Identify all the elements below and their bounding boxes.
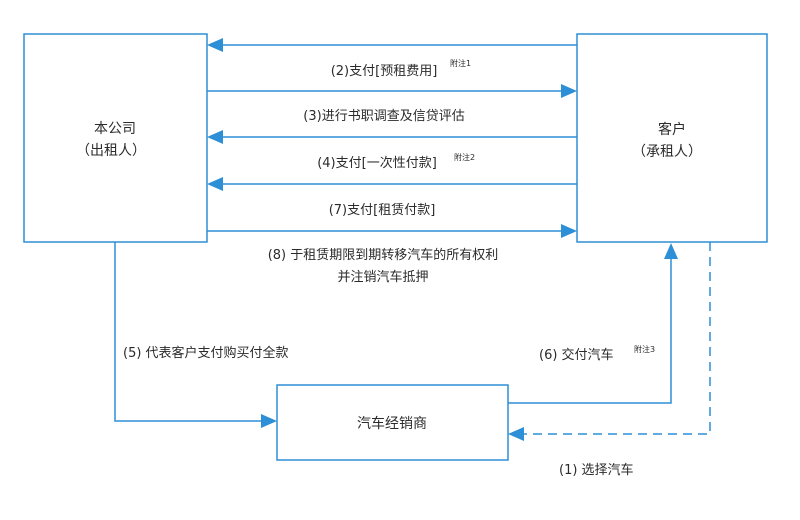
flow-2-label: (2)支付[预租费用]: [331, 64, 438, 79]
dealer-box: [276, 384, 509, 461]
flow-3-arrow: [207, 84, 577, 98]
flow-4-note: 附注2: [454, 152, 475, 162]
flow-1-arrow: [508, 242, 711, 441]
flow-2-arrow: [207, 38, 577, 52]
flow-6-arrow: [508, 243, 678, 404]
company-box: [23, 33, 208, 243]
flow-6-note: 附注3: [634, 344, 655, 354]
flow-8-label-line2: 并注销汽车抵押: [337, 269, 428, 285]
flow-8-label-line1: (8) 于租赁期限到期转移汽车的所有权利: [268, 247, 499, 263]
company-name: 本公司: [94, 121, 136, 137]
company-role: （出租人）: [76, 143, 146, 159]
flow-5-arrow: [114, 242, 277, 428]
flow-6-label: (6) 交付汽车: [539, 347, 614, 363]
flow-4-label: (4)支付[一次性付款]: [317, 155, 437, 171]
customer-box: [576, 33, 768, 243]
flow-1-label: (1) 选择汽车: [559, 462, 634, 478]
flow-2-text: (2)支付[预租费用]: [331, 64, 438, 79]
customer-name: 客户: [658, 121, 686, 138]
dealer-name: 汽车经销商: [357, 415, 427, 432]
customer-role: （承租人）: [632, 144, 702, 160]
flow-2-note: 附注1: [450, 58, 471, 68]
flow-3-label: (3)进行书职调查及信贷评估: [303, 109, 464, 124]
flow-5-label: (5) 代表客户支付购买付全款: [123, 345, 289, 361]
flow-4a-arrow: [207, 130, 577, 144]
flow-7-label: (7)支付[租赁付款]: [329, 203, 436, 218]
flow-7-arrow: [207, 224, 577, 238]
flow-4b-arrow: [207, 177, 577, 191]
